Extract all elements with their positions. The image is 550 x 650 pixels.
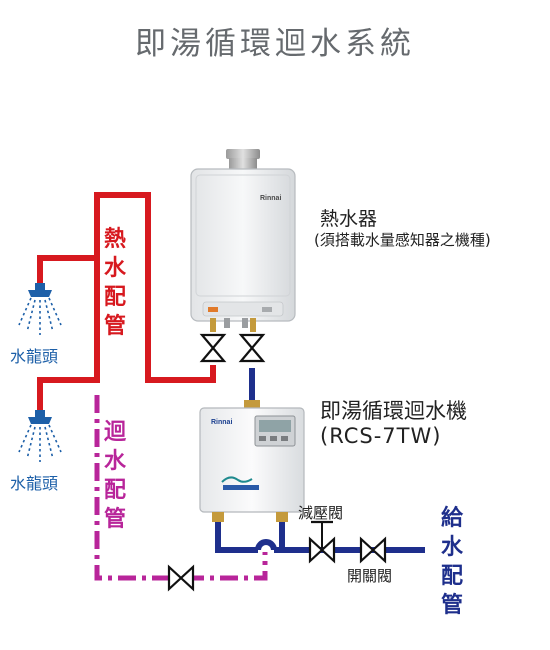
svg-text:Rinnai: Rinnai xyxy=(260,195,281,202)
return-pipe xyxy=(94,395,268,581)
switch-valve-label: 開關閥 xyxy=(347,567,393,585)
reducing-valve-label: 減壓閥 xyxy=(298,504,344,522)
heater-note: (須搭載水量感知器之機種) xyxy=(314,231,491,249)
faucet-icon-upper xyxy=(18,283,62,335)
pump-label: 即湯循環迴水機 xyxy=(320,399,467,423)
return-pipe-label: 迴水配管 xyxy=(103,420,126,532)
switch-valve xyxy=(359,536,387,564)
heater-hot-valve xyxy=(199,333,227,363)
supply-pipe-label: 給水配管 xyxy=(440,506,463,618)
reducing-valve xyxy=(308,520,336,564)
faucet-icon-lower xyxy=(18,410,62,462)
hot-pipe-label: 熱水配管 xyxy=(103,227,126,339)
faucet-label-lower: 水龍頭 xyxy=(10,474,59,493)
circulation-pump: Rinnai xyxy=(199,400,305,522)
svg-text:Rinnai: Rinnai xyxy=(211,419,232,426)
return-valve xyxy=(167,564,195,592)
pump-model: (RCS-7TW) xyxy=(320,424,442,448)
heater-label: 熱水器 xyxy=(320,208,378,230)
heater-supply-valve xyxy=(238,333,266,363)
water-heater: Rinnai xyxy=(190,149,296,332)
faucet-label-upper: 水龍頭 xyxy=(10,347,59,366)
hot-water-pipe xyxy=(37,192,216,412)
page-title: 即湯循環迴水系統 xyxy=(135,26,415,62)
supply-pipe xyxy=(215,368,425,553)
